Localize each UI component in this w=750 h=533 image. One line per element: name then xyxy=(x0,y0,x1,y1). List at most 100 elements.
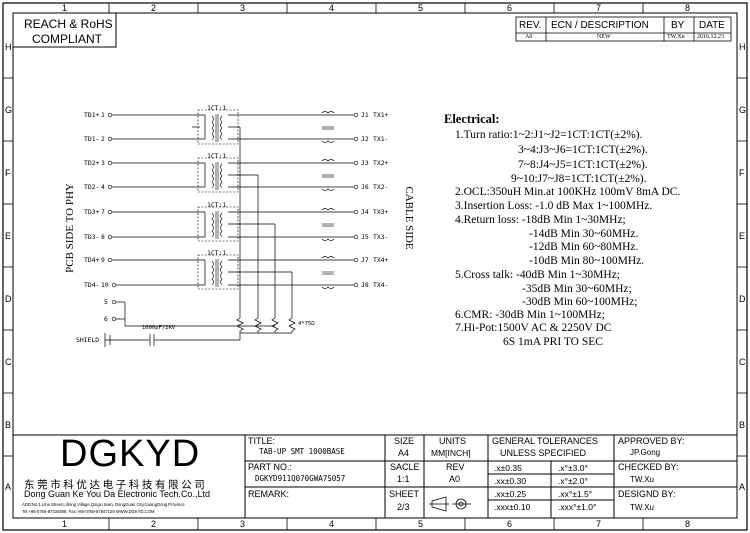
row-D-right: D xyxy=(739,294,746,304)
scale-label: SACLE xyxy=(390,462,420,472)
approved-label: APPROVED BY: xyxy=(618,436,685,446)
row-A-left: A xyxy=(5,482,12,492)
by-header: BY xyxy=(671,20,685,31)
label-tx2n: TX2- xyxy=(373,183,389,191)
label-tx2p: TX2+ xyxy=(373,159,389,167)
row-E-right: E xyxy=(739,231,746,241)
col-4-top: 4 xyxy=(329,3,335,13)
pin-num-10: 10 xyxy=(101,281,109,289)
pin-j4: J4 xyxy=(361,208,369,216)
row-A-right: A xyxy=(739,482,746,492)
col-1-bottom: 1 xyxy=(62,519,68,529)
transformer-3-ratio: 1CT:1 xyxy=(207,201,227,209)
pin-j3: J3 xyxy=(361,159,369,167)
label-tx1p: TX1+ xyxy=(373,111,389,119)
col-2-bottom: 2 xyxy=(151,519,157,529)
scale-value: 1:1 xyxy=(397,474,410,484)
pin-j1: J1 xyxy=(361,111,369,119)
tol-0-0: .x±0.35 xyxy=(494,463,522,473)
designed-label: DESIGND BY: xyxy=(618,489,676,499)
col-8-top: 8 xyxy=(685,3,691,13)
pin-num-4: 4 xyxy=(101,183,105,191)
title-label: TITLE: xyxy=(248,436,276,446)
tol-1-1: .x°±2.0° xyxy=(558,476,588,486)
sheet-label: SHEET xyxy=(389,489,420,499)
row-H-left: H xyxy=(5,42,12,52)
compliance-line-2: COMPLIANT xyxy=(32,32,103,46)
cable-side-label: CABLE SIDE xyxy=(403,186,415,250)
col-7-bottom: 7 xyxy=(596,519,602,529)
pin-terminals xyxy=(107,112,359,322)
col-3-top: 3 xyxy=(240,3,246,13)
ecn-header: ECN / DESCRIPTION xyxy=(551,20,649,31)
label-tx3n: TX3- xyxy=(373,233,389,241)
schematic-wires xyxy=(104,114,355,347)
tol-2-1: .xx°±1.5° xyxy=(558,489,593,499)
pin-num-1: 1 xyxy=(101,111,105,119)
row-F-right: F xyxy=(739,168,745,178)
electrical-title: Electrical: xyxy=(444,112,500,126)
elec-line-8: -14dB Min 30~60MHz. xyxy=(529,228,639,240)
units-value: MM[INCH] xyxy=(431,448,471,458)
part-no-label: PART NO.: xyxy=(248,462,293,472)
col-2-top: 2 xyxy=(151,3,157,13)
elec-line-11: 5.Cross talk: -40dB Min 1~30MHz; xyxy=(455,269,620,281)
core-bars xyxy=(215,114,334,287)
coils xyxy=(211,111,335,289)
col-4-bottom: 4 xyxy=(329,519,335,529)
col-6-bottom: 6 xyxy=(507,519,513,529)
designed-value: TW.Xu xyxy=(630,503,655,512)
pin-num-7: 7 xyxy=(101,208,105,216)
pin-label-td4p: TD4+ xyxy=(84,256,100,264)
pin-num-2: 2 xyxy=(101,135,105,143)
elec-line-6: 3.Insertion Loss: -1.0 dB Max 1~100MHz. xyxy=(455,200,653,212)
date-value: 2016.12.23 xyxy=(697,34,724,40)
label-tx4p: TX4+ xyxy=(373,256,389,264)
elec-line-16: 6S 1mA PRI TO SEC xyxy=(503,336,603,348)
size-label: SIZE xyxy=(394,436,415,446)
elec-line-15: 7.Hi-Pot:1500V AC & 2250V DC xyxy=(455,322,612,334)
pin-num-6: 6 xyxy=(104,315,108,323)
company-address: ADD:No.1 Lihe Street,Lihong Village,Qing… xyxy=(22,502,185,507)
row-C-right: C xyxy=(739,357,746,367)
row-C-left: C xyxy=(5,357,12,367)
col-8-bottom: 8 xyxy=(685,519,691,529)
compliance-line-1: REACH & RoHS xyxy=(24,17,113,31)
checked-value: TW.Xu xyxy=(630,475,655,484)
row-B-left: B xyxy=(5,420,12,430)
company-contact: Tel:+86-0769-87334808; Fax:+86-0769-8784… xyxy=(22,509,155,514)
tol-2-0: .xx±0.25 xyxy=(494,489,527,499)
pin-label-td3n: TD3- xyxy=(84,233,100,241)
elec-line-12: -35dB Min 30~60MHz; xyxy=(522,283,632,295)
transformers xyxy=(197,109,239,290)
transformer-2-ratio: 1CT:1 xyxy=(207,152,227,160)
pin-j7: J7 xyxy=(361,256,369,264)
pin-num-9: 9 xyxy=(101,256,105,264)
pin-j8: J8 xyxy=(361,281,369,289)
checked-label: CHECKED BY: xyxy=(618,462,679,472)
date-header: DATE xyxy=(699,20,725,31)
col-5-bottom: 5 xyxy=(418,519,424,529)
resistor-label: 4*75Ω xyxy=(298,321,315,327)
size-value: A4 xyxy=(398,448,410,458)
row-B-right: B xyxy=(739,420,746,430)
pin-label-td4n: TD4- xyxy=(84,281,100,289)
by-value: TW.Xu xyxy=(667,34,685,40)
rev-value: A0 xyxy=(525,34,533,40)
pin-label-td1n: TD1- xyxy=(84,135,100,143)
transformer-4-ratio: 1CT:1 xyxy=(207,249,227,257)
company-name-cn: 东莞市科优达电子科技有限公司 xyxy=(24,479,208,491)
pin-j5: J5 xyxy=(361,233,369,241)
col-5-top: 5 xyxy=(418,3,424,13)
pin-j2: J2 xyxy=(361,135,369,143)
rev-header: REV. xyxy=(519,20,542,31)
elec-line-9: -12dB Min 60~80MHz. xyxy=(529,241,639,253)
col-7-top: 7 xyxy=(596,3,602,13)
pin-label-td2n: TD2- xyxy=(84,183,100,191)
elec-line-3: 7~8:J4~J5=1CT:1CT(±2%). xyxy=(518,159,648,171)
pcb-side-label: PCB SIDE TO PHY xyxy=(64,183,76,273)
remark-label: REMARK: xyxy=(248,489,290,499)
row-F-left: F xyxy=(5,168,11,178)
tol-3-0: .xxx±0.10 xyxy=(494,502,531,512)
